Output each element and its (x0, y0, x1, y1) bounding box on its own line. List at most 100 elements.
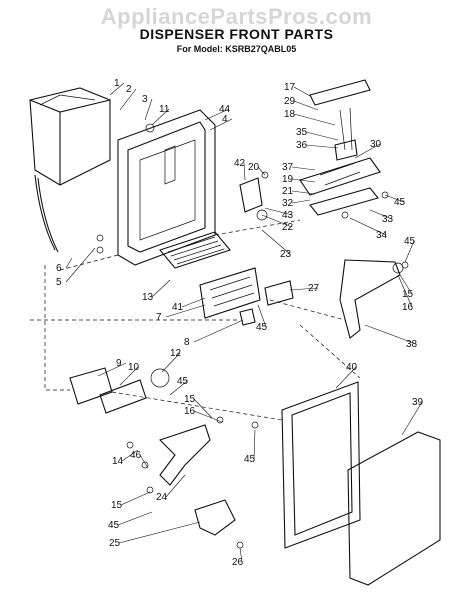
callout-number: 15 (402, 289, 414, 300)
leader-line (193, 398, 213, 419)
callout-number: 16 (402, 302, 414, 313)
leader-line (293, 100, 319, 111)
model-subtitle: For Model: KSRB27QABL05 (176, 44, 297, 54)
callout-number: 19 (282, 174, 294, 185)
leader-line (118, 521, 201, 544)
callout-number: 18 (284, 109, 296, 120)
leader-line (119, 366, 139, 386)
leader-line (305, 144, 339, 149)
leader-line (193, 319, 244, 343)
leader-line (151, 279, 171, 298)
leader-line (261, 214, 293, 228)
part-drip-grille (159, 231, 231, 269)
leader-line (65, 257, 73, 269)
watermark: AppliancePartsPros.com (100, 4, 373, 29)
callout-number: 15 (184, 394, 196, 405)
callout-number: 16 (184, 406, 196, 417)
leader-line (243, 162, 246, 181)
callout-number: 40 (346, 362, 358, 373)
callout-number: 27 (308, 283, 320, 294)
callout-number: 45 (177, 376, 189, 387)
leader-line (169, 380, 188, 396)
leader-line (293, 86, 311, 97)
callout-number: 11 (159, 104, 170, 115)
leader-line (161, 352, 181, 373)
callout-number: 45 (108, 520, 120, 531)
leader-line (139, 454, 149, 469)
leader-line (109, 82, 125, 96)
callout-number: 34 (376, 230, 388, 241)
callout-number: 33 (382, 214, 394, 225)
callout-number: 36 (296, 140, 308, 151)
assembly-lines (30, 219, 361, 421)
leader-line (117, 511, 153, 526)
callout-number: 41 (172, 302, 184, 313)
leader-line (261, 229, 291, 255)
leader-line (364, 324, 417, 345)
leader-line (404, 240, 415, 263)
callout-number: 26 (232, 557, 244, 568)
part-switch-bracket (299, 79, 381, 196)
leader-line (399, 274, 413, 295)
callout-number: 29 (284, 96, 296, 107)
leader-line (257, 166, 266, 176)
callout-number: 23 (280, 249, 292, 260)
leader-line (239, 547, 243, 563)
leader-line (253, 429, 256, 460)
leader-line (384, 194, 405, 203)
leader-line (369, 209, 393, 220)
leader-line (151, 108, 170, 126)
part-lamp-housing (69, 367, 170, 414)
leader-line (120, 491, 151, 506)
hardware-screws (96, 123, 409, 549)
callout-number: 22 (282, 222, 294, 233)
callout-number: 5 (56, 277, 62, 288)
callout-number: 35 (296, 127, 308, 138)
leader-line (193, 410, 223, 423)
callout-number: 42 (234, 158, 246, 169)
leader-line (291, 199, 311, 204)
callout-number: 39 (412, 397, 424, 408)
leader-line (97, 362, 127, 377)
leader-line (65, 247, 96, 283)
callout-number: 37 (282, 162, 294, 173)
leader-line (165, 474, 186, 498)
callout-number: 45 (404, 236, 416, 247)
callout-number: 4 (222, 114, 228, 125)
callout-number: 44 (219, 104, 231, 115)
callout-number: 32 (282, 198, 294, 209)
callout-number: 8 (184, 337, 190, 348)
callout-number: 9 (116, 358, 122, 369)
callout-number: 20 (248, 162, 260, 173)
callout-number: 6 (56, 263, 62, 274)
leader-line (401, 401, 423, 436)
callout-number: 45 (256, 322, 268, 333)
leader-line (264, 207, 293, 216)
part-front-panel (347, 431, 441, 586)
leader-line (354, 143, 381, 159)
callout-number: 7 (156, 312, 162, 323)
leader-line (289, 287, 319, 291)
leader-line (349, 217, 387, 236)
diagram-title: DISPENSER FRONT PARTS (139, 26, 334, 42)
leader-line (121, 449, 139, 462)
leader-line (291, 178, 316, 183)
leader-line (257, 304, 267, 328)
leader-line (293, 113, 336, 126)
callout-number: 12 (170, 348, 182, 359)
leader-line (119, 88, 137, 111)
callout-number: 10 (128, 362, 140, 373)
leader-line (165, 304, 206, 318)
callout-number: 3 (142, 94, 148, 105)
part-lever (158, 424, 211, 486)
leader-line (291, 166, 316, 171)
leader-line (209, 118, 233, 131)
callout-number: 45 (244, 454, 256, 465)
callout-number: 43 (282, 210, 294, 221)
part-control-board (199, 267, 294, 326)
part-actuator (239, 177, 268, 221)
leader-line (181, 297, 206, 308)
callout-number: 38 (406, 339, 418, 350)
part-chute-housing (29, 87, 111, 253)
